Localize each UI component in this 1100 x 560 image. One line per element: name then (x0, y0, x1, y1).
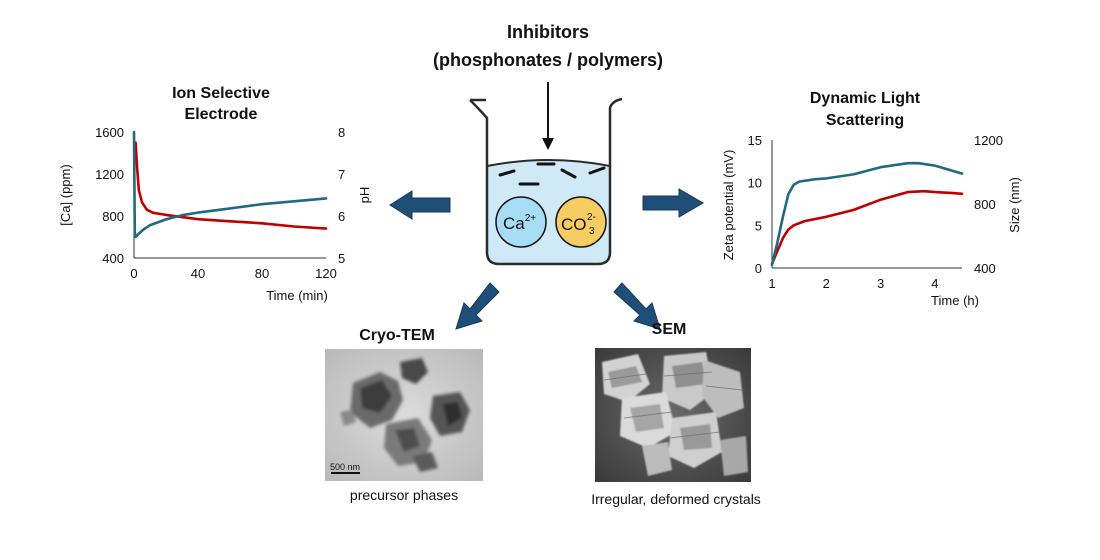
svg-text:Ca2+: Ca2+ (503, 213, 536, 233)
flow-arrows (389, 188, 704, 330)
ise-y-tick-1: 800 (102, 209, 124, 224)
dls-chart: Dynamic Light Scattering 1 2 3 4 0 5 10 15 400 80… (721, 90, 1022, 308)
dls-series-line-0 (770, 189, 964, 266)
dls-title-line1: Dynamic Light (810, 90, 921, 107)
co3-charge: 2- (587, 212, 596, 223)
ise-chart: Ion Selective Electrode 0 40 80 120 400 800 12… (58, 85, 372, 303)
dls-y2-tick-0: 400 (974, 261, 996, 276)
dls-y2-tick-2: 1200 (974, 133, 1003, 148)
ise-series (132, 130, 328, 239)
dls-y-tick-3: 15 (748, 133, 762, 148)
ise-x-tick-2: 80 (255, 266, 269, 281)
dls-x-label: Time (h) (931, 293, 979, 308)
liquid-surface (486, 159, 611, 167)
dls-y-label: Zeta potential (mV) (721, 150, 736, 261)
ise-x-tick-0: 0 (130, 266, 137, 281)
ise-tick-labels: 0 40 80 120 400 800 1200 1600 5 6 7 8 (95, 125, 345, 281)
ise-x-tick-3: 120 (315, 266, 337, 281)
ise-y2-tick-2: 7 (338, 167, 345, 182)
ise-y2-label: pH (357, 187, 372, 204)
dls-series-line-1 (770, 161, 964, 267)
dls-y-tick-2: 10 (748, 176, 762, 191)
inhibitor-dosing-arrow (542, 82, 554, 150)
dls-y-tick-0: 0 (755, 261, 762, 276)
sem-panel: SEM Irr (591, 321, 761, 507)
co3-subscript: 3 (589, 226, 595, 237)
arrow-to-ise (389, 190, 451, 220)
ise-y-label: [Ca] (ppm) (58, 164, 73, 225)
ise-series-line-1 (132, 130, 328, 239)
dls-x-tick-3: 4 (931, 276, 938, 291)
co3-label: CO (561, 215, 587, 234)
ise-y2-tick-1: 6 (338, 209, 345, 224)
ise-series-line-0 (134, 141, 328, 230)
inhibitors-title: Inhibitors (507, 22, 589, 42)
inhibitors-subtitle: (phosphonates / polymers) (433, 50, 663, 70)
ise-title-line1: Ion Selective (172, 85, 270, 102)
ise-y-tick-0: 400 (102, 251, 124, 266)
dls-y-tick-1: 5 (755, 218, 762, 233)
arrow-to-cryo-tem (455, 282, 500, 330)
dls-title-line2: Scattering (826, 112, 904, 129)
dls-y2-label: Size (nm) (1007, 177, 1022, 233)
dls-y2-tick-1: 800 (974, 197, 996, 212)
cryo-tem-caption: precursor phases (350, 487, 458, 503)
dls-series (770, 161, 964, 267)
dls-tick-labels: 1 2 3 4 0 5 10 15 400 800 1200 (748, 133, 1003, 291)
dls-x-tick-0: 1 (768, 276, 775, 291)
ca-charge: 2+ (525, 213, 537, 224)
beaker-outline (469, 97, 623, 266)
cryo-tem-panel: Cryo-TEM 500 nm precursor phases (325, 327, 483, 503)
svg-text:CO: CO (561, 215, 587, 234)
dls-x-tick-1: 2 (823, 276, 830, 291)
ca-label: Ca (503, 214, 525, 233)
ise-y2-tick-0: 5 (338, 251, 345, 266)
ise-y2-tick-3: 8 (338, 125, 345, 140)
cryo-tem-image: 500 nm (325, 349, 483, 481)
carbonate-ion: CO 2- 3 (555, 196, 607, 248)
calcium-ion: Ca2+ (495, 196, 547, 248)
sem-title: SEM (652, 321, 687, 338)
ise-title-line2: Electrode (185, 106, 258, 123)
arrow-to-dls (642, 188, 704, 218)
sem-image (595, 348, 751, 482)
ise-x-tick-1: 40 (191, 266, 205, 281)
inhibitor-molecules (498, 162, 606, 186)
ise-y-tick-3: 1600 (95, 125, 124, 140)
beaker-group: Inhibitors (phosphonates / polymers) Ca2… (433, 22, 663, 266)
dls-x-tick-2: 3 (877, 276, 884, 291)
cryo-tem-scalebar: 500 nm (330, 462, 360, 472)
sem-caption: Irregular, deformed crystals (591, 491, 761, 507)
cryo-tem-title: Cryo-TEM (359, 327, 435, 344)
arrow-to-sem (613, 282, 661, 330)
ise-y-tick-2: 1200 (95, 167, 124, 182)
ise-x-label: Time (min) (266, 288, 328, 303)
